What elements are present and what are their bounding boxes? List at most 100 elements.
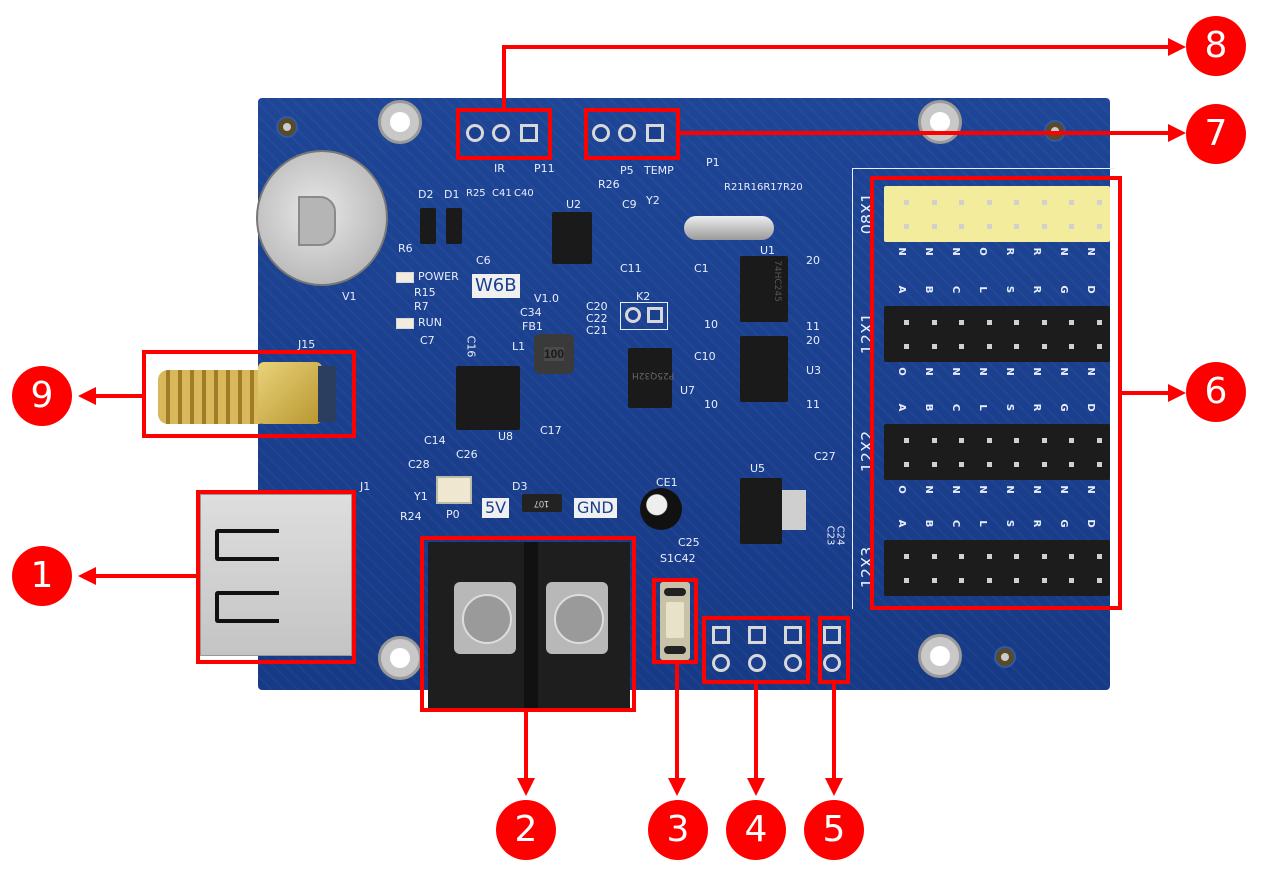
silk-c16: C16 [464, 335, 478, 358]
coin-cell-holder [256, 150, 388, 286]
inductor-value: 100 [543, 347, 565, 361]
callout-box-9 [142, 350, 356, 438]
via-bottom-right [994, 646, 1016, 668]
usb-port [200, 494, 352, 656]
leader-line-8-vertical [502, 45, 506, 109]
silk-r25: R25 [466, 188, 486, 199]
header-pin [931, 320, 937, 325]
leader-line-7 [680, 131, 1170, 135]
header-pin [904, 462, 909, 467]
header-pin [1096, 224, 1102, 229]
silk-c7: C7 [420, 334, 435, 347]
silk-p1: P1 [706, 156, 720, 169]
header-pin [986, 462, 992, 467]
version-label: V1.0 [534, 292, 560, 305]
button-headers-s2-s4 [706, 620, 810, 682]
silk-u3: U3 [806, 364, 822, 377]
terminal-screw-5v [454, 582, 516, 654]
silk-u3-pin20: 20 [806, 334, 820, 347]
chip-u3 [740, 336, 788, 402]
silk-y2: Y2 [646, 194, 660, 207]
callout-box-7 [584, 108, 680, 160]
silk-run-led: RUN [418, 316, 442, 329]
silk-c20: C20 [586, 300, 608, 313]
header-pin [1014, 462, 1019, 467]
hub-port-connector-12x1[interactable] [884, 306, 1110, 362]
callout-box-3 [652, 578, 698, 664]
callout-badge-1: 1 [12, 546, 72, 606]
silk-j15: J15 [298, 338, 316, 351]
sma-base [318, 366, 336, 422]
header-pin [931, 578, 937, 583]
silk-r24: R24 [400, 510, 422, 523]
header-pin [1041, 554, 1047, 559]
silk-power-led: POWER [418, 270, 459, 283]
model-label: W6B [472, 274, 520, 298]
leader-line-2 [524, 712, 528, 780]
test-button-s1[interactable] [660, 582, 690, 660]
silk-u5: U5 [750, 462, 766, 475]
via-top-left [276, 116, 298, 138]
chip-u8-mcu [456, 366, 520, 430]
header-pin [986, 224, 992, 229]
jumper-k2 [620, 302, 668, 330]
silk-c14: C14 [424, 434, 446, 447]
silk-c27: C27 [814, 450, 836, 463]
header-pin [904, 438, 909, 443]
silk-temp: TEMP [644, 164, 674, 177]
silk-u3-pin11: 11 [806, 398, 820, 411]
label-gnd: GND [574, 498, 617, 518]
silk-s1c42: S1C42 [660, 552, 696, 565]
silk-r6: R6 [398, 242, 413, 255]
crystal-y2 [684, 216, 774, 240]
header-pin [1014, 554, 1019, 559]
header-pin [986, 438, 992, 443]
callout-badge-2: 2 [496, 800, 556, 860]
silk-c10: C10 [694, 350, 716, 363]
temp-header [586, 110, 678, 156]
s4-pin-1 [784, 626, 802, 644]
header-pin [1041, 320, 1047, 325]
header-pin [931, 344, 937, 349]
header-pin [904, 320, 909, 325]
silk-ce1: CE1 [656, 476, 678, 489]
silk-y1: Y1 [414, 490, 428, 503]
header-pin [904, 554, 909, 559]
callout-badge-7: 7 [1186, 104, 1246, 164]
silk-r15: R15 [414, 286, 436, 299]
ir-header [460, 110, 552, 156]
silk-resistor-row: R21R16R17R20 [724, 182, 803, 193]
screw-head-gnd [554, 594, 604, 644]
fuse-d3: 107 [522, 494, 562, 512]
chip-u5-regulator [740, 478, 782, 544]
header-pin [986, 320, 992, 325]
header-pin [1096, 320, 1102, 325]
header-pin [904, 344, 909, 349]
header-pin [1041, 578, 1047, 583]
sma-threads [158, 370, 268, 424]
hub-port-connector-12x2[interactable] [884, 424, 1110, 480]
silk-k2: K2 [636, 290, 651, 303]
leader-line-5 [832, 684, 836, 780]
silk-c24: C24 [834, 525, 846, 546]
header-pin [931, 224, 937, 229]
silk-c28: C28 [408, 458, 430, 471]
silk-ir: IR [494, 162, 505, 175]
arrow-9 [78, 387, 96, 405]
header-pin [1069, 554, 1074, 559]
header-pin [959, 344, 964, 349]
hub-port-connector-12x3[interactable] [884, 540, 1110, 596]
silk-u7: U7 [680, 384, 696, 397]
arrow-6 [1168, 384, 1186, 402]
arrow-7 [1168, 124, 1186, 142]
arrow-3 [668, 778, 686, 796]
fuse-value: 107 [534, 499, 550, 509]
callout-box-5 [818, 616, 850, 684]
hub-port-connector-08x1[interactable] [884, 186, 1110, 242]
ir-pin-3 [520, 124, 538, 142]
silk-p5: P5 [620, 164, 634, 177]
silk-c40: C40 [514, 188, 534, 199]
silk-c41: C41 [492, 188, 512, 199]
diode-d1 [446, 208, 462, 244]
diode-d2 [420, 208, 436, 244]
